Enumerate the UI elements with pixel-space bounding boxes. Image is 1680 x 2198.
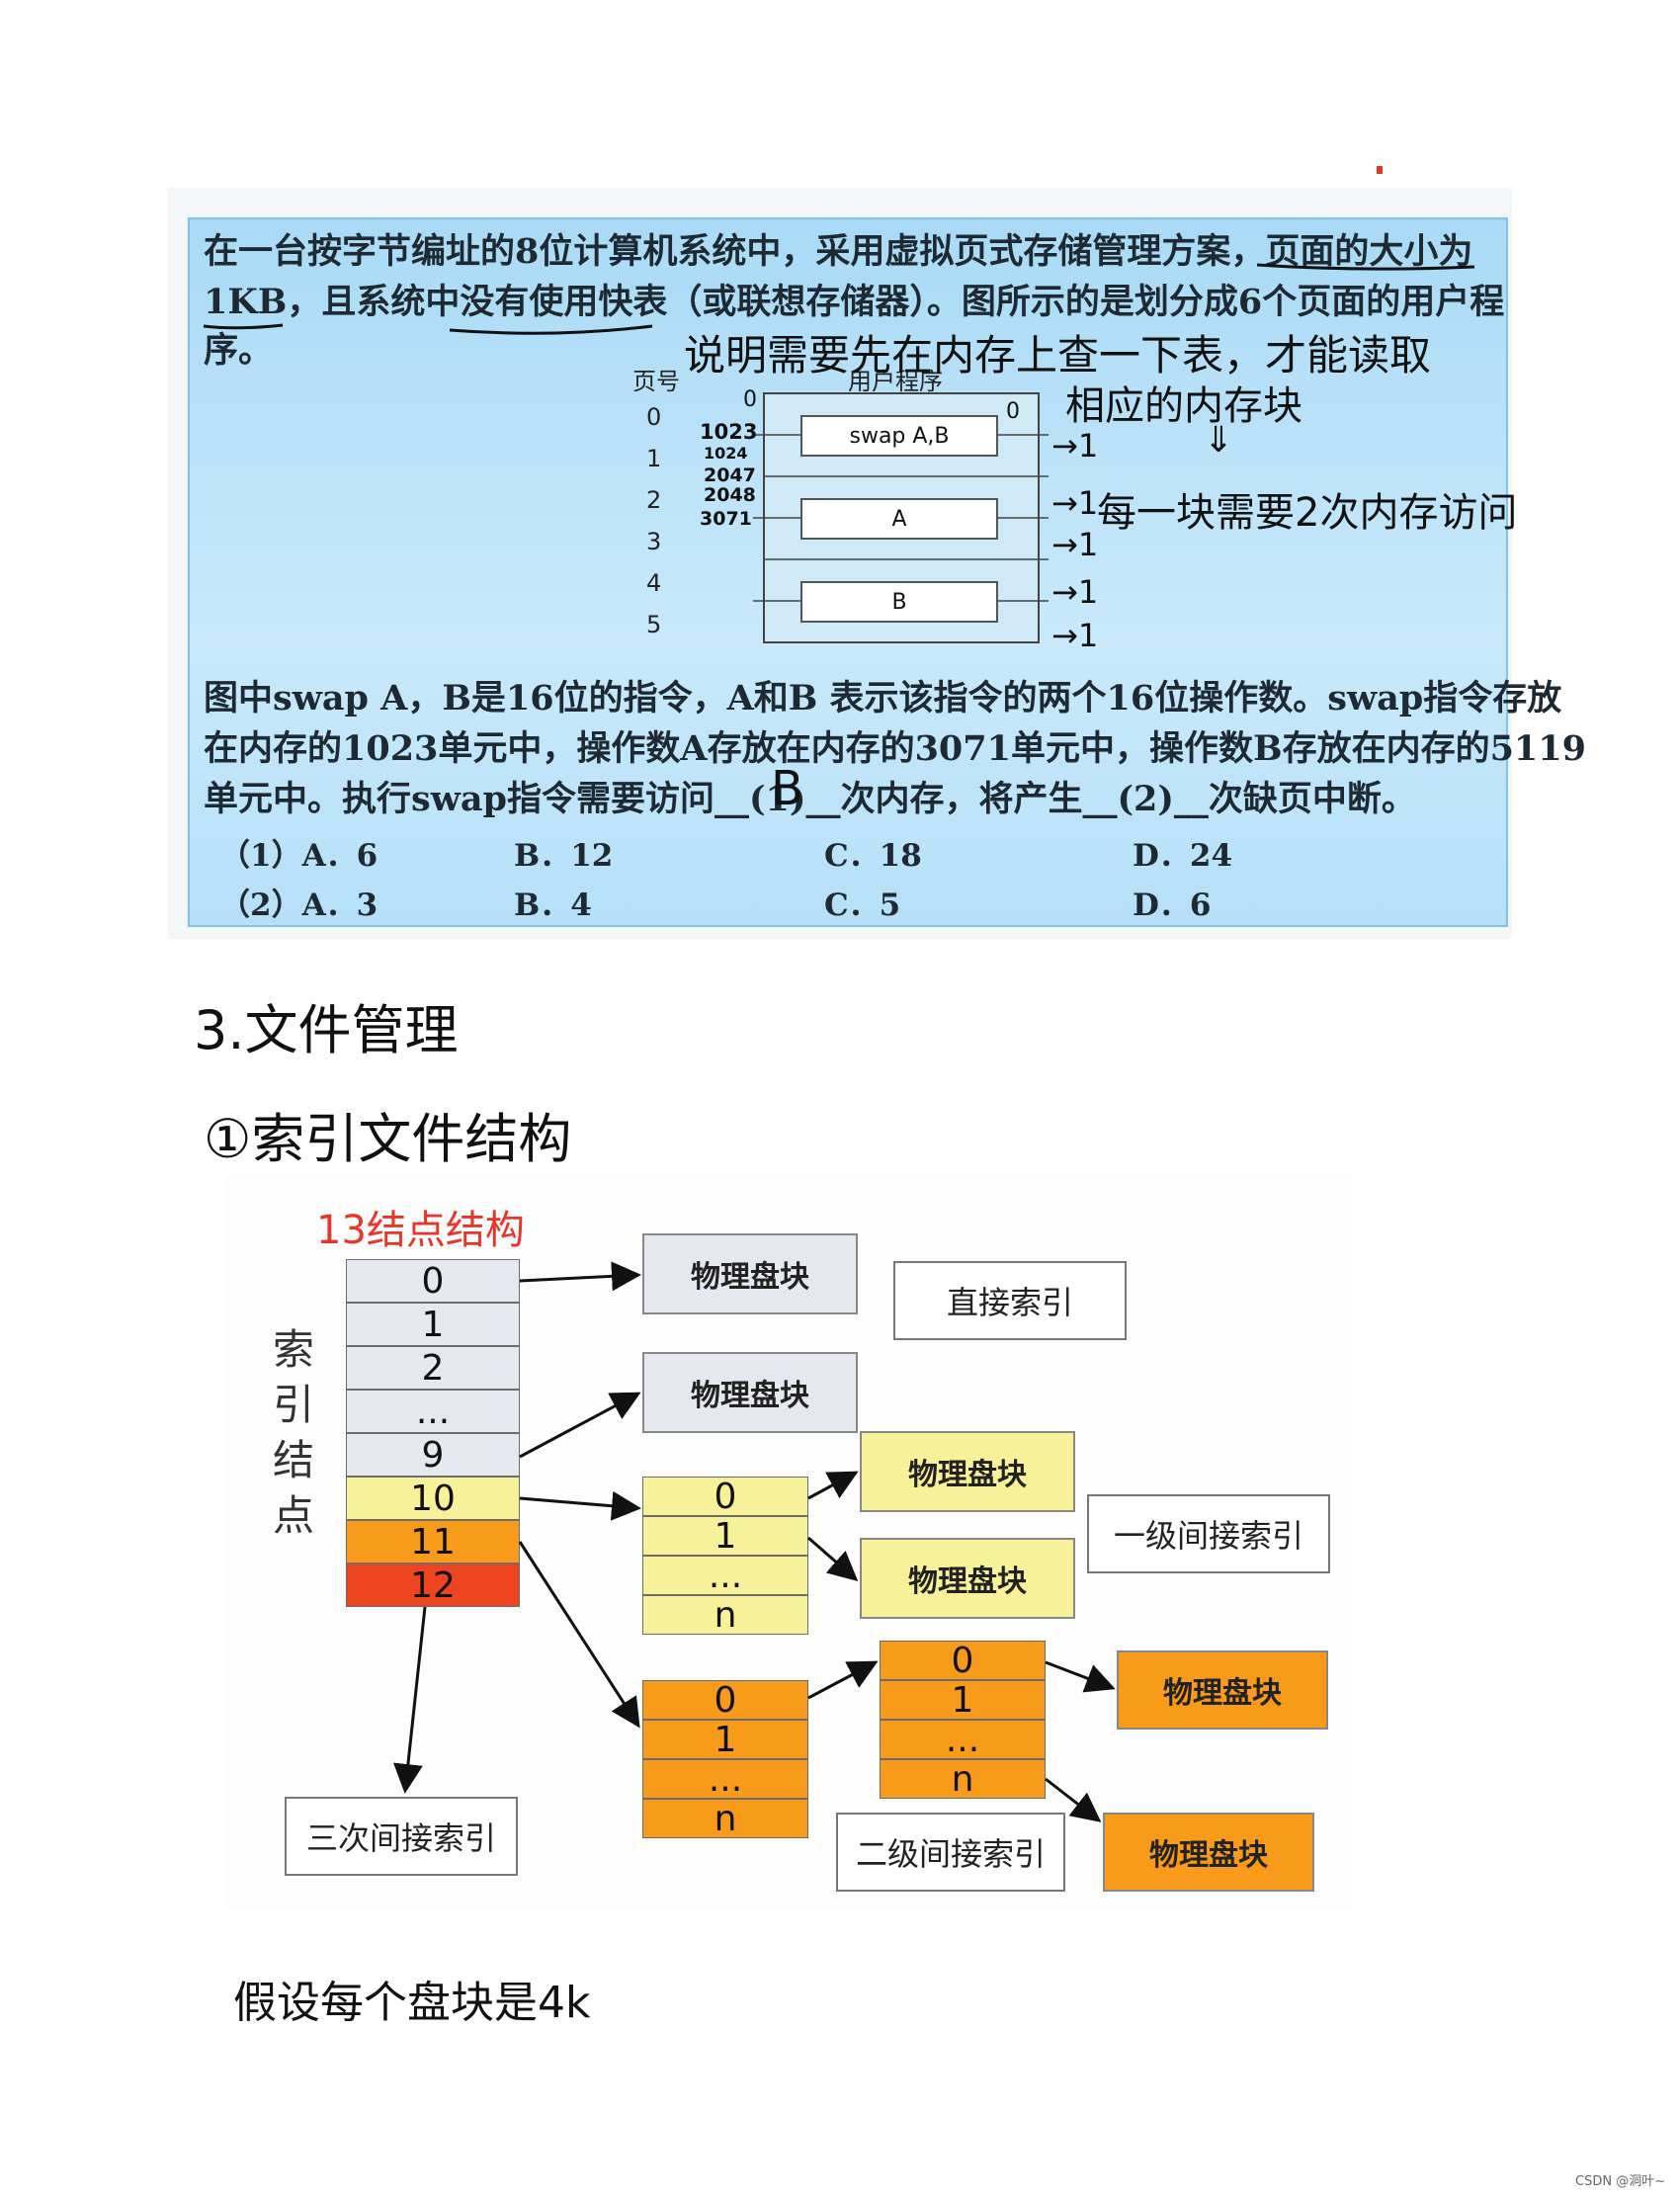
label-direct-index: 直接索引: [893, 1261, 1127, 1340]
handwritten-note-memory-block: 相应的内存块: [1065, 383, 1302, 429]
label-single-indirect-index: 一级间接索引: [1087, 1494, 1330, 1573]
option-2b: B．4: [514, 888, 592, 923]
physical-block-direct-2: 物理盘块: [642, 1352, 858, 1433]
double-indirect-cell-n: n: [642, 1799, 808, 1839]
footer-note-block-size: 假设每个盘块是4k: [233, 1978, 591, 2028]
handwritten-arrow-page-4: →1: [1051, 573, 1099, 611]
heading-index-file-structure: ①索引文件结构: [204, 1108, 572, 1170]
option-2d: D．6: [1133, 888, 1212, 923]
label-triple-indirect-index: 三次间接索引: [285, 1797, 518, 1876]
page-number-2: 2: [646, 486, 662, 514]
csdn-watermark: CSDN @洞叶~: [1575, 2174, 1666, 2189]
double-indirect-cell-1: 1: [642, 1720, 808, 1760]
side-label-char-4: 点: [273, 1491, 315, 1540]
single-indirect-cell-ellipsis: ...: [642, 1556, 808, 1596]
handwritten-arrow-page-0: →1: [1051, 427, 1099, 465]
side-label-char-3: 结: [273, 1436, 315, 1484]
side-label-char-2: 引: [273, 1381, 315, 1429]
physical-block-direct-1: 物理盘块: [642, 1233, 858, 1314]
handwritten-addr-2048: 2048: [704, 484, 756, 506]
inode-cell-10: 10: [346, 1477, 520, 1520]
handwritten-note-lookup: 说明需要先在内存上查一下表，才能读取: [684, 331, 1432, 380]
page-number-header: 页号: [632, 368, 680, 395]
second-level-cell-0: 0: [880, 1641, 1046, 1681]
physical-block-double-2: 物理盘块: [1103, 1813, 1314, 1892]
page-number-0: 0: [646, 403, 662, 431]
handwritten-addr-1024: 1024: [704, 444, 748, 463]
inode-cell-2: 2: [346, 1346, 520, 1390]
question-line-3: 序。: [204, 330, 274, 371]
option-1a: （1）A．6: [219, 838, 378, 874]
physical-block-single-1: 物理盘块: [860, 1431, 1075, 1512]
single-indirect-cell-1: 1: [642, 1516, 808, 1557]
question-line-5: 在内存的1023单元中，操作数A存放在内存的3071单元中，操作数B存放在内存的…: [204, 728, 1586, 769]
double-indirect-cell-0: 0: [642, 1680, 808, 1721]
inode-cell-ellipsis: ...: [346, 1390, 520, 1433]
handwritten-note-two-accesses: 每一块需要2次内存访问: [1097, 490, 1518, 536]
handwritten-arrow-page-3: →1: [1051, 526, 1099, 563]
second-level-cell-n: n: [880, 1759, 1046, 1800]
user-program-header: 用户程序: [848, 368, 943, 395]
side-label-char-1: 索: [273, 1325, 315, 1374]
handwritten-addr-1023: 1023: [700, 420, 758, 444]
handwritten-addr-0-left: 0: [743, 387, 757, 412]
red-note-13-node-structure: 13结点结构: [316, 1208, 525, 1253]
question-line-6: 单元中。执行swap指令需要访问__(1)__次内存，将产生__(2)__次缺页…: [204, 779, 1416, 819]
inode-cell-12: 12: [346, 1564, 520, 1607]
operand-a-box: A: [800, 498, 998, 540]
double-indirect-cell-ellipsis: ...: [642, 1759, 808, 1800]
red-dot-mark: [1377, 166, 1383, 174]
swap-instruction-box: swap A,B: [800, 415, 998, 457]
page-number-3: 3: [646, 528, 662, 555]
second-level-cell-1: 1: [880, 1680, 1046, 1721]
inode-cell-1: 1: [346, 1303, 520, 1346]
index-node-side-label: 索 引 结 点: [273, 1322, 314, 1544]
page-number-5: 5: [646, 611, 662, 638]
handwritten-arrow-page-2: →1: [1051, 484, 1099, 522]
operand-b-box: B: [800, 581, 998, 623]
second-level-cell-ellipsis: ...: [880, 1720, 1046, 1760]
handwritten-answer-b: B: [771, 761, 803, 816]
page-number-4: 4: [646, 569, 662, 597]
page-number-1: 1: [646, 445, 662, 472]
handwritten-down-arrow: ⇓: [1204, 420, 1234, 461]
inode-cell-11: 11: [346, 1520, 520, 1564]
question-line-2: 1KB，且系统中没有使用快表（或联想存储器）。图所示的是划分成6个页面的用户程: [204, 282, 1505, 322]
question-line-4: 图中swap A，B是16位的指令，A和B 表示该指令的两个16位操作数。swa…: [204, 678, 1562, 719]
handwritten-addr-0-right: 0: [1006, 399, 1020, 424]
option-2c: C．5: [824, 888, 901, 923]
handwritten-addr-3071: 3071: [700, 508, 752, 530]
physical-block-single-2: 物理盘块: [860, 1538, 1075, 1619]
inode-cell-0: 0: [346, 1259, 520, 1303]
option-1d: D．24: [1133, 838, 1233, 874]
label-double-indirect-index: 二级间接索引: [836, 1813, 1065, 1892]
option-1c: C．18: [824, 838, 922, 874]
single-indirect-cell-n: n: [642, 1595, 808, 1636]
handwritten-arrow-page-5: →1: [1051, 617, 1099, 654]
handwritten-addr-2047: 2047: [704, 465, 756, 486]
option-1b: B．12: [514, 838, 614, 874]
inode-cell-9: 9: [346, 1433, 520, 1477]
single-indirect-cell-0: 0: [642, 1477, 808, 1517]
option-2a: （2）A．3: [219, 888, 378, 923]
physical-block-double-1: 物理盘块: [1117, 1650, 1328, 1730]
heading-file-management: 3.文件管理: [194, 999, 459, 1061]
